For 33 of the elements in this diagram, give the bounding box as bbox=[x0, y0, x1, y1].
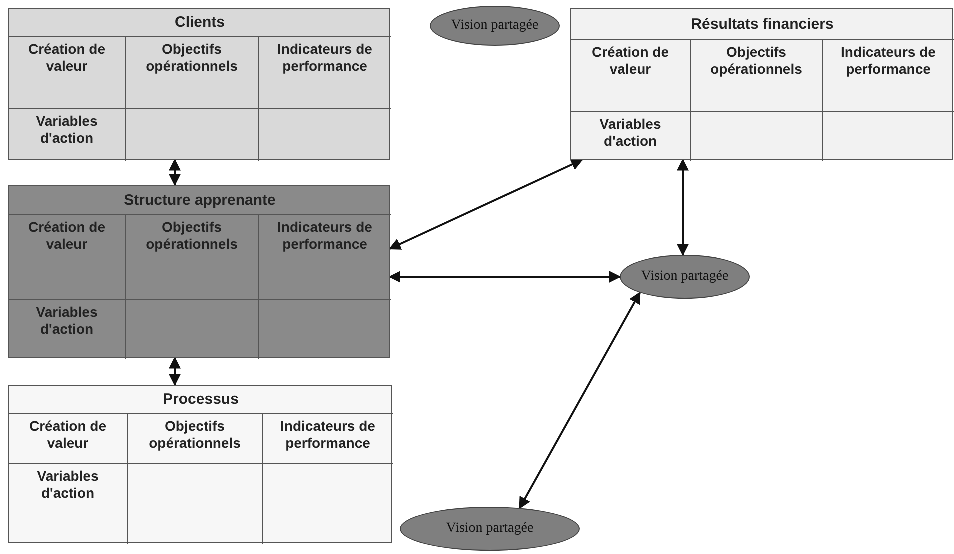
double-arrow bbox=[169, 158, 181, 186]
table-heading: Résultats financiers bbox=[690, 14, 835, 34]
table-cell: Variables d'action bbox=[571, 111, 691, 161]
table-cell: Création de valeur bbox=[571, 39, 691, 111]
table-cell: Objectifs opérationnels bbox=[128, 413, 263, 463]
table-box bbox=[8, 185, 390, 358]
table-cell: Objectifs opérationnels bbox=[126, 214, 259, 299]
table-cell: Création de valeur bbox=[9, 413, 128, 463]
table-cell: Indicateurs de performance bbox=[823, 39, 954, 111]
table-cell: Création de valeur bbox=[9, 36, 126, 108]
table-cell: Variables d'action bbox=[9, 299, 126, 359]
table-cell: Création de valeur bbox=[9, 214, 126, 299]
table-heading: Structure apprenante bbox=[123, 190, 277, 210]
table-cell: Indicateurs de performance bbox=[259, 214, 391, 299]
table-cell: Objectifs opérationnels bbox=[691, 39, 823, 111]
double-arrow bbox=[388, 159, 584, 250]
double-arrow bbox=[169, 356, 181, 386]
table-cell: Variables d'action bbox=[9, 108, 126, 161]
table-heading: Processus bbox=[162, 390, 240, 410]
table-cell: Objectifs opérationnels bbox=[126, 36, 259, 108]
table-box bbox=[8, 8, 390, 160]
table-heading: Clients bbox=[174, 13, 226, 33]
node-label: Vision partagée bbox=[641, 269, 729, 285]
table-box bbox=[570, 8, 953, 160]
table-cell: Variables d'action bbox=[9, 463, 128, 544]
table-cell: Indicateurs de performance bbox=[259, 36, 391, 108]
double-arrow bbox=[518, 292, 641, 510]
double-arrow bbox=[677, 158, 689, 256]
table-cell: Indicateurs de performance bbox=[263, 413, 393, 463]
node-label: Vision partagée bbox=[451, 18, 539, 34]
double-arrow bbox=[388, 271, 622, 283]
table-box bbox=[8, 385, 392, 543]
node-label: Vision partagée bbox=[446, 521, 534, 537]
